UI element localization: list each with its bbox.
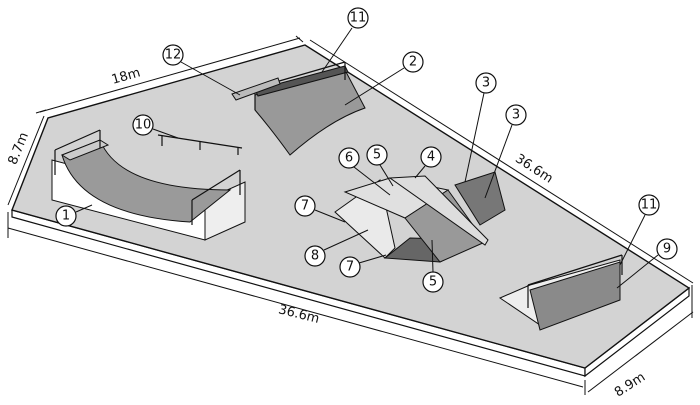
callout-5-top: 5 [366, 144, 388, 166]
callouts: 11 12 2 10 3 3 1 6 5 4 7 8 7 5 11 9 [55, 7, 678, 293]
callout-12: 12 [162, 44, 184, 66]
callout-2: 2 [402, 51, 424, 73]
half-pipe [51, 129, 246, 241]
callout-11-top: 11 [347, 7, 369, 29]
svg-text:7: 7 [346, 260, 354, 275]
svg-text:3: 3 [482, 76, 490, 91]
callout-8: 8 [304, 245, 326, 267]
svg-text:4: 4 [427, 150, 435, 165]
callout-11-right: 11 [638, 194, 660, 216]
quarter-pipe-2 [231, 61, 366, 156]
fun-box [334, 171, 506, 263]
callout-6: 6 [338, 147, 360, 169]
svg-text:1: 1 [62, 209, 70, 224]
svg-text:9: 9 [663, 242, 671, 257]
svg-text:3: 3 [512, 108, 520, 123]
dimension-lines [7, 35, 694, 395]
svg-text:12: 12 [165, 48, 182, 63]
callout-3a: 3 [475, 72, 497, 94]
callout-1: 1 [55, 205, 77, 227]
svg-text:8: 8 [311, 249, 319, 264]
svg-text:7: 7 [301, 199, 309, 214]
dimension-8-7m: 8.7m [6, 130, 32, 167]
callout-7-top: 7 [294, 195, 316, 217]
callout-9: 9 [656, 238, 678, 260]
callout-3b: 3 [505, 104, 527, 126]
svg-text:5: 5 [373, 148, 381, 163]
svg-text:10: 10 [135, 118, 152, 133]
callout-10: 10 [132, 114, 154, 136]
svg-text:5: 5 [429, 275, 437, 290]
callout-5-bottom: 5 [422, 271, 444, 293]
callout-4: 4 [420, 146, 442, 168]
svg-text:11: 11 [350, 11, 367, 26]
dimension-36-6m-front: 36.6m [277, 302, 321, 327]
svg-text:11: 11 [641, 198, 658, 213]
svg-text:2: 2 [409, 55, 417, 70]
callout-7-bottom: 7 [339, 256, 361, 278]
grind-rail [157, 134, 243, 155]
svg-text:6: 6 [345, 151, 353, 166]
dimension-8-9m: 8.9m [612, 370, 648, 401]
bank-ramp-9 [498, 254, 623, 331]
